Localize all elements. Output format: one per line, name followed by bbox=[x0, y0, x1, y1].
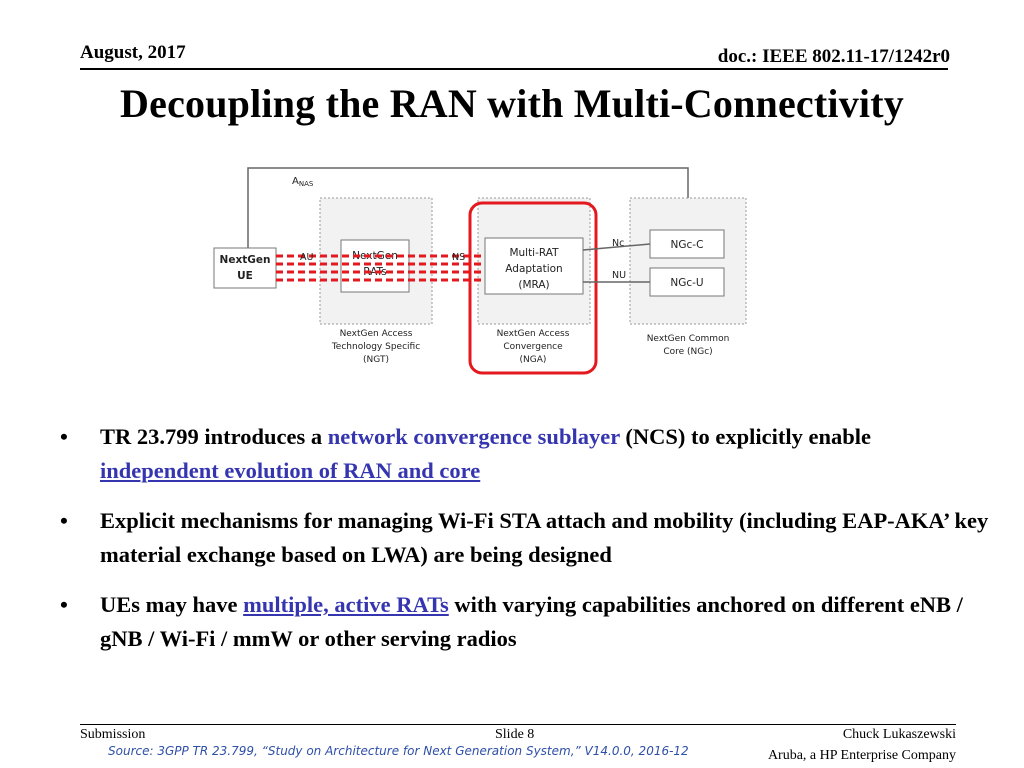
bullet-list: • TR 23.799 introduces a network converg… bbox=[60, 420, 990, 672]
bullet-1-text-start: TR 23.799 introduces a bbox=[100, 424, 328, 449]
header-date: August, 2017 bbox=[80, 42, 186, 63]
nc-connector bbox=[582, 243, 651, 251]
mra-label-2: Adaptation bbox=[505, 263, 562, 275]
multiple-active-rats-link[interactable]: multiple, active RATs bbox=[243, 592, 449, 617]
bullet-item: • TR 23.799 introduces a network converg… bbox=[60, 420, 990, 488]
footer-company: Aruba, a HP Enterprise Company bbox=[767, 748, 956, 763]
bullet-marker: • bbox=[60, 508, 68, 533]
header-rule bbox=[80, 68, 948, 70]
rats-box bbox=[340, 239, 410, 293]
ue-label-1: NextGen bbox=[220, 254, 271, 266]
nc-label: Nc bbox=[612, 238, 624, 249]
ngc-c-box bbox=[649, 229, 725, 259]
ngc-group-box bbox=[629, 197, 747, 325]
ngt-caption-3: (NGT) bbox=[363, 355, 389, 365]
mra-highlight-frame bbox=[468, 201, 598, 375]
au-label: AU bbox=[300, 252, 313, 263]
nga-caption-2: Convergence bbox=[503, 342, 563, 352]
ngt-caption-1: NextGen Access bbox=[340, 329, 413, 339]
architecture-diagram: ANAS NextGen UE NextGen RATs Multi-RAT A… bbox=[213, 167, 747, 375]
footer-source: Source: 3GPP TR 23.799, “Study on Archit… bbox=[108, 744, 689, 758]
bullet-marker: • bbox=[60, 592, 68, 617]
nga-caption-1: NextGen Access bbox=[497, 329, 570, 339]
nga-caption-3: (NGA) bbox=[520, 355, 547, 365]
ngc-u-box bbox=[649, 267, 725, 297]
anas-connector bbox=[247, 167, 689, 251]
mra-label-3: (MRA) bbox=[518, 279, 549, 291]
ngc-c-label: NGc-C bbox=[671, 239, 704, 251]
bullet-2-text: Explicit mechanisms for managing Wi-Fi S… bbox=[100, 508, 989, 567]
bullet-3-text-start: UEs may have bbox=[100, 592, 244, 617]
bullet-item: • UEs may have multiple, active RATs wit… bbox=[60, 588, 990, 656]
ngc-caption-2: Core (NGc) bbox=[663, 347, 712, 357]
anas-label: ANAS bbox=[292, 176, 314, 188]
ngc-caption-1: NextGen Common bbox=[647, 334, 730, 344]
ue-label-2: UE bbox=[237, 270, 253, 282]
footer-submission: Submission bbox=[80, 727, 146, 742]
network-convergence-sublayer-highlight: network convergence sublayer bbox=[327, 424, 620, 449]
footer-author: Chuck Lukaszewski bbox=[842, 727, 956, 742]
header-doc-id: doc.: IEEE 802.11-17/1242r0 bbox=[717, 46, 950, 67]
bullet-3-text-end: with varying capabilities anchored on di… bbox=[100, 592, 963, 651]
ue-box bbox=[213, 247, 277, 289]
mra-box bbox=[484, 237, 584, 295]
ngt-caption-2: Technology Specific bbox=[331, 342, 420, 352]
footer-rule bbox=[80, 724, 956, 725]
slide-title: Decoupling the RAN with Multi-Connectivi… bbox=[120, 81, 904, 126]
multi-connectivity-lines bbox=[276, 254, 485, 282]
independent-evolution-link[interactable]: independent evolution of RAN and core bbox=[100, 458, 481, 483]
bullet-item: • Explicit mechanisms for managing Wi-Fi… bbox=[60, 504, 990, 572]
footer-slide-number: Slide 8 bbox=[495, 727, 535, 742]
bullet-1-text-mid: (NCS) to explicitly enable bbox=[619, 424, 872, 449]
bullet-marker: • bbox=[60, 424, 68, 449]
mra-label-1: Multi-RAT bbox=[509, 247, 559, 259]
nu-label: NU bbox=[612, 270, 626, 281]
ns-label: NS bbox=[452, 252, 465, 263]
ngc-u-label: NGc-U bbox=[670, 277, 703, 289]
